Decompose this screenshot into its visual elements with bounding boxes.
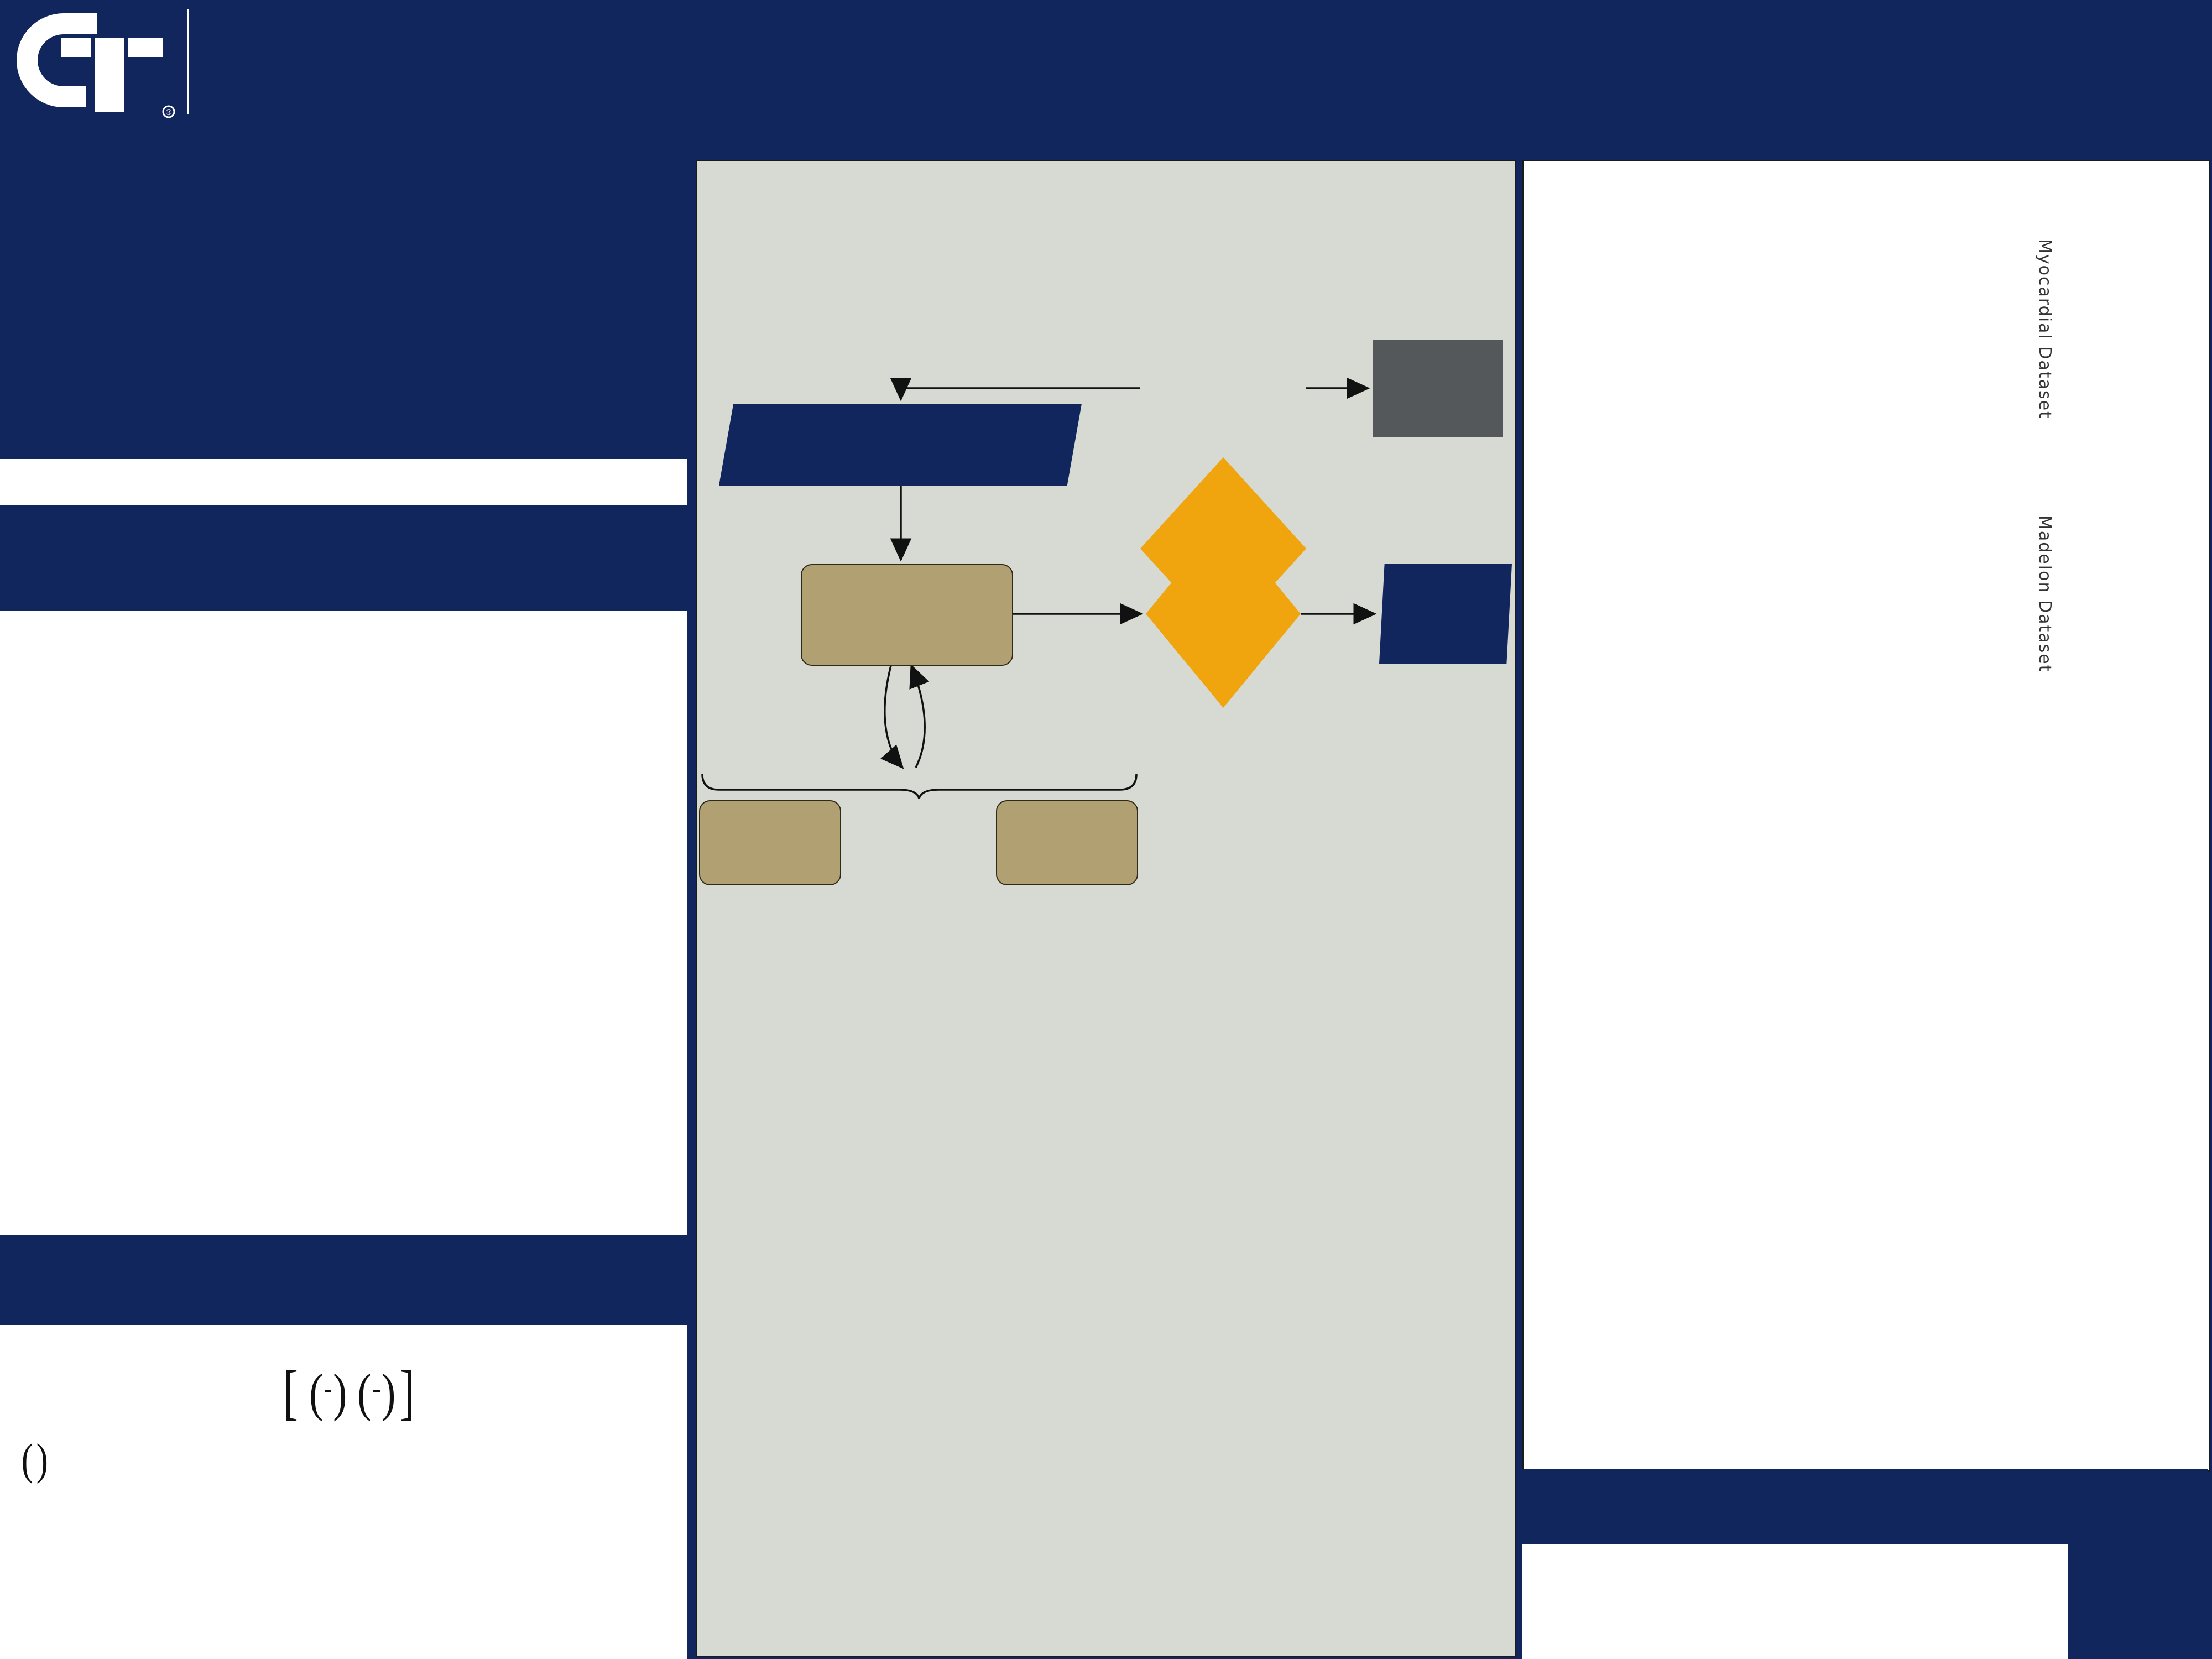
- gt-header: ®: [11, 6, 686, 124]
- svg-text:®: ®: [165, 108, 173, 117]
- gpu-panel: Myocardial Dataset Madelon Dataset: [1522, 160, 2210, 1472]
- flow-central-controller: [801, 564, 1013, 666]
- flow-prune-box: [1373, 340, 1503, 437]
- formulation-box: [ ( ) ( ) ] (): [0, 1325, 687, 1659]
- acknowledgements-box: [1522, 1544, 2068, 1659]
- parallel-branching-panel: [696, 160, 1516, 1657]
- formulation-note: (): [20, 1436, 667, 1485]
- setup-time-chart: [717, 1049, 1113, 1381]
- myocardial-scatter-chart: [1535, 175, 2032, 457]
- flow-brancher-1: [699, 800, 841, 885]
- brancher-utilization-chart: [1015, 1397, 1512, 1649]
- solve-time-chart: [1129, 1049, 1515, 1381]
- qr-code: [2073, 1514, 2203, 1644]
- flow-brancher-n: [996, 800, 1138, 885]
- qr-block: [2068, 1469, 2208, 1659]
- myocardial-dataset-label: Myocardial Dataset: [2035, 239, 2054, 419]
- flow-unexplored-queue: [719, 404, 1082, 486]
- madelon-scatter-chart: [1535, 441, 2032, 800]
- fraction: [325, 1390, 332, 1394]
- binomial: (): [21, 1436, 48, 1485]
- flow-feasible-heap: [1379, 564, 1512, 664]
- fraction: [373, 1390, 380, 1394]
- objective-equation: [ ( ) ( ) ]: [283, 1358, 415, 1426]
- madelon-dataset-label: Madelon Dataset: [2035, 515, 2054, 673]
- author-bar: [0, 459, 687, 505]
- acknowledgements-text: [1522, 1544, 2068, 1557]
- header-divider: [187, 9, 189, 114]
- motivation-box: [0, 611, 687, 1235]
- gt-logo-icon: ®: [17, 13, 175, 118]
